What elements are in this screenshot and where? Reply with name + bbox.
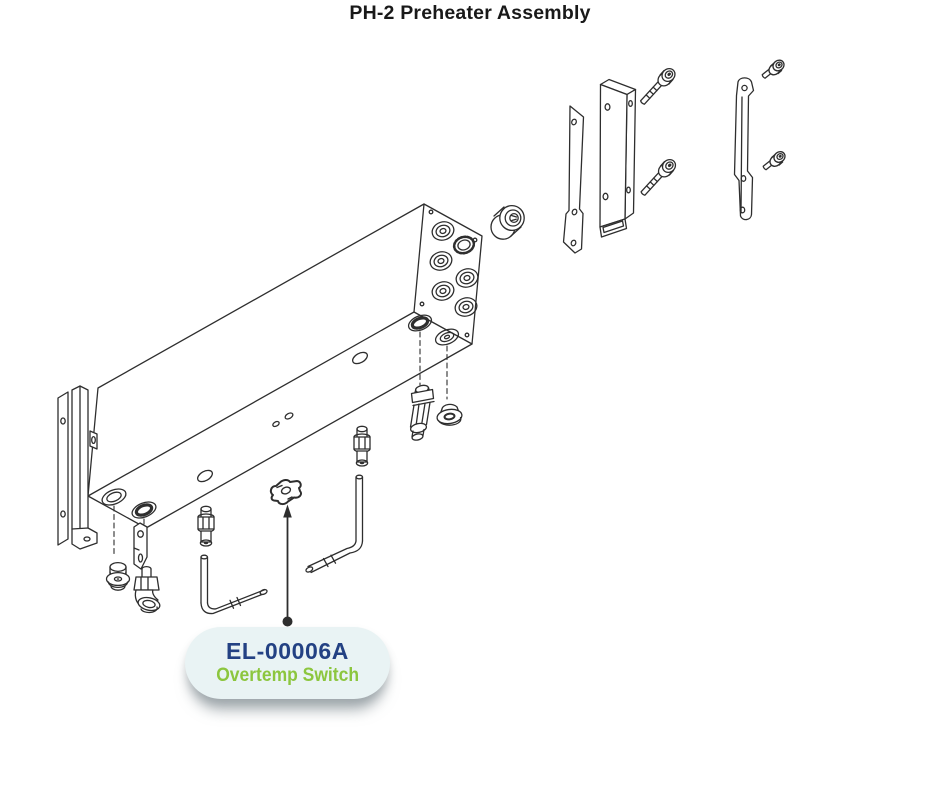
end-ports — [419, 209, 479, 338]
plug-fitting-left — [105, 561, 131, 591]
page-title: PH-2 Preheater Assembly — [349, 2, 591, 24]
callout-arrow — [282, 504, 293, 627]
diagram-lines — [57, 57, 788, 627]
short-screws — [761, 57, 788, 171]
compression-fitting-left — [197, 505, 215, 547]
overtemp-switch — [269, 479, 303, 506]
explosion-guide-lines — [113, 331, 448, 558]
compression-fitting-mid — [353, 425, 371, 467]
bracket-strip-2 — [733, 77, 755, 221]
elbow-fitting-left — [133, 565, 161, 614]
long-screws — [639, 65, 679, 196]
part-callout[interactable]: EL-00006A Overtemp Switch — [185, 627, 390, 699]
clamp-strap — [133, 522, 148, 570]
preheater-block — [87, 203, 483, 529]
port-cap — [490, 204, 525, 240]
barrel-fitting-right — [409, 384, 435, 441]
bracket-strip-1 — [562, 105, 585, 254]
bent-tube-left — [200, 554, 268, 615]
bracket-channel — [599, 78, 637, 238]
mounting-bracket-left — [57, 385, 98, 550]
part-number: EL-00006A — [225, 638, 350, 665]
plug-fitting-right — [436, 403, 463, 426]
bent-tube-right — [305, 474, 364, 574]
part-label: Overtemp Switch — [216, 664, 359, 686]
